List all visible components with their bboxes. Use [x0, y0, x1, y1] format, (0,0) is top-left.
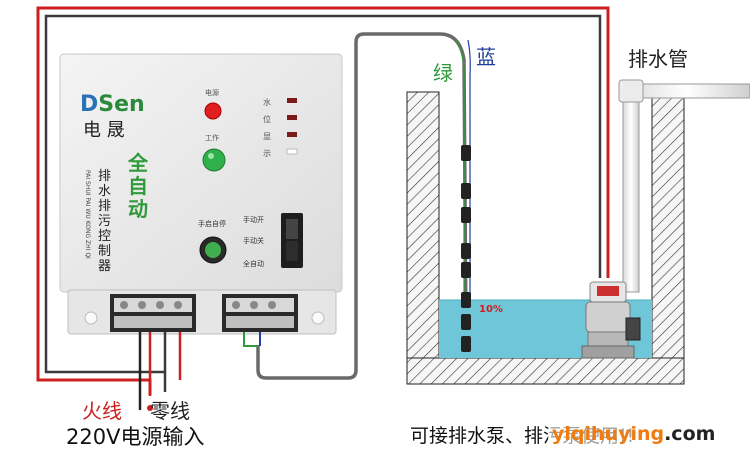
panel-title-vertical: 全 自 动 排 水 排 污 控 制 器 PAI SHUI PAI WU KONG… — [84, 151, 149, 274]
indicator-label-2: 位 — [263, 114, 271, 124]
level-percent-label: 10% — [479, 304, 503, 315]
mode-switch-rocker-lower[interactable] — [286, 241, 298, 261]
sensor-cable — [256, 32, 468, 380]
model-vertical: PAI SHUI PAI WU KONG ZHI QI — [84, 170, 91, 259]
watermark: ylqihuying.com — [552, 423, 715, 445]
mode-label-manual-on: 手动开 — [243, 215, 264, 224]
power-lamp — [204, 102, 222, 120]
sensor-cable-blue — [467, 39, 471, 330]
title-black-1: 排 — [98, 169, 111, 184]
start-stop-label: 手启自停 — [198, 219, 226, 228]
pump — [581, 281, 641, 359]
title-green-1: 全 — [127, 151, 149, 175]
sensor-cable-green — [455, 39, 465, 330]
title-black-2: 水 — [98, 184, 111, 199]
work-lamp — [202, 148, 226, 172]
power-lamp-label: 电源 — [205, 88, 219, 97]
water-level-indicator: 水 位 显 示 — [263, 97, 298, 158]
mode-label-manual-off: 手动关 — [243, 236, 264, 245]
indicator-label-3: 显 — [263, 132, 271, 141]
brand-logo: DSen — [80, 92, 145, 117]
indicator-led-2 — [287, 115, 297, 120]
indicator-led-1 — [287, 98, 297, 103]
float-sensors — [461, 145, 471, 352]
indicator-led-4 — [286, 148, 298, 155]
terminal-block-right — [222, 294, 298, 332]
indicator-led-3 — [287, 132, 297, 137]
green-wire-label: 绿 — [433, 61, 453, 85]
title-black-5: 控 — [98, 229, 111, 244]
live-wire-label: 火线 — [82, 399, 122, 423]
work-lamp-label: 工作 — [205, 133, 219, 142]
indicator-label-4: 示 — [263, 149, 271, 158]
title-black-3: 排 — [98, 199, 111, 214]
watermark-backdrop — [548, 420, 748, 448]
title-black-6: 制 — [98, 244, 111, 259]
title-green-3: 动 — [128, 197, 148, 221]
blue-wire-label: 蓝 — [476, 45, 496, 69]
work-lamp-highlight — [208, 153, 214, 159]
live-terminal-dot — [147, 405, 153, 411]
green-sensor-wire — [243, 332, 258, 347]
neutral-wire-label: 零线 — [150, 399, 190, 423]
start-button-cap[interactable] — [205, 242, 221, 258]
terminal-block-left — [110, 294, 196, 332]
title-green-2: 自 — [128, 174, 148, 198]
mode-switch-rocker[interactable] — [286, 219, 298, 239]
title-black-4: 污 — [98, 214, 111, 229]
drain-pipe — [618, 79, 750, 293]
brand-name: 电 晟 — [83, 120, 125, 141]
indicator-label-1: 水 — [263, 97, 271, 107]
pit — [406, 91, 685, 385]
drain-pipe-label: 排水管 — [628, 47, 688, 71]
title-black-7: 器 — [98, 259, 111, 274]
dark-wire-loop — [44, 14, 602, 392]
mode-label-auto: 全自动 — [243, 259, 264, 268]
power-input-label: 220V电源输入 — [66, 425, 204, 449]
